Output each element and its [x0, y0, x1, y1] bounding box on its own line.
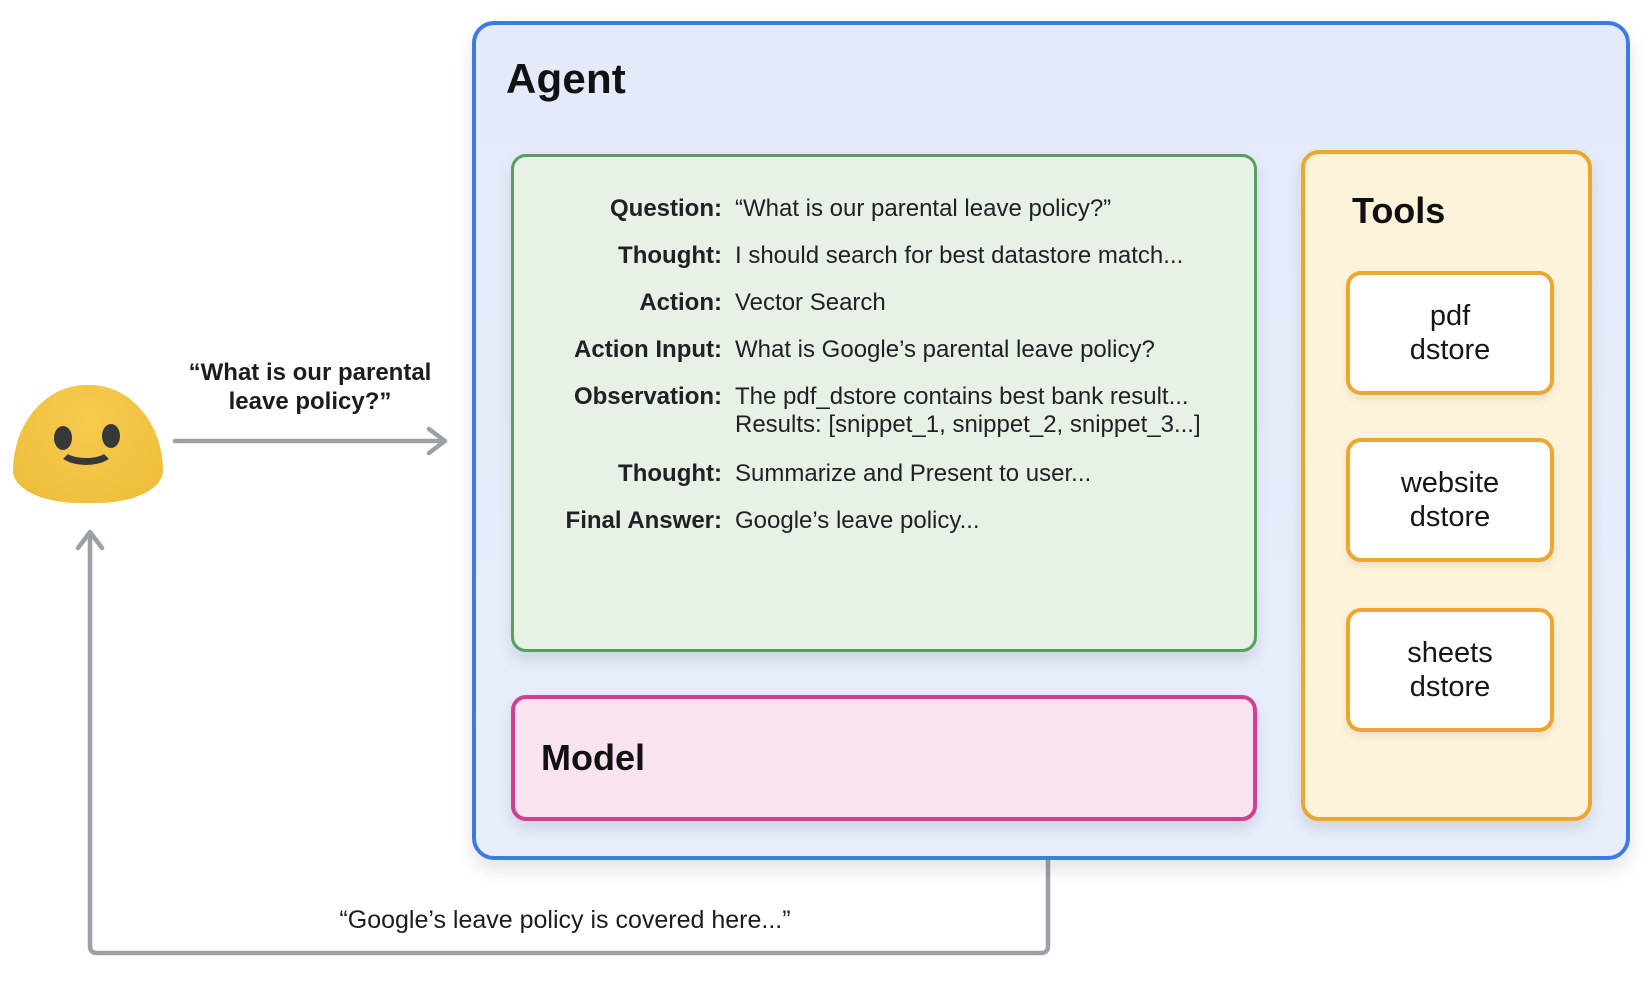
agent-box: Agent Question: “What is our parental le… [472, 21, 1630, 860]
blob-smile [57, 433, 115, 465]
agent-title: Agent [506, 55, 626, 102]
row-label: Question: [610, 195, 722, 222]
model-box: Model [511, 695, 1257, 821]
scratchpad-row-thought-2: Thought: Summarize and Present to user..… [514, 460, 1091, 488]
tool-label-line1: pdf [1429, 300, 1471, 332]
agent-scratchpad-box: Question: “What is our parental leave po… [511, 154, 1257, 652]
tool-label-line1: website [1400, 467, 1500, 499]
observation-line1: The pdf_dstore contains best bank result… [735, 383, 1189, 410]
row-value: Summarize and Present to user... [735, 460, 1092, 487]
tool-label-line2: dstore [1409, 501, 1491, 533]
user-request-label: “What is our parental leave policy?” [155, 358, 465, 416]
tool-label-line1: sheets [1407, 637, 1493, 669]
model-title: Model [541, 737, 645, 778]
row-label: Thought: [618, 242, 722, 269]
user-blob-emoji-icon [13, 385, 163, 503]
row-value: The pdf_dstore contains best bank result… [735, 383, 1201, 439]
tool-item-sheets-dstore: sheets dstore [1346, 608, 1554, 732]
row-value: I should search for best datastore match… [735, 242, 1184, 269]
scratchpad-row-thought-1: Thought: I should search for best datast… [514, 242, 1183, 270]
user-request-line2: leave policy?” [228, 388, 392, 415]
row-label: Final Answer: [565, 507, 722, 534]
tools-box: Tools pdf dstore website dstore sheets d… [1301, 150, 1592, 821]
row-value: Google’s leave policy... [735, 507, 980, 534]
observation-line2: Results: [snippet_1, snippet_2, snippet_… [735, 411, 1201, 438]
row-value: “What is our parental leave policy?” [735, 195, 1112, 222]
scratchpad-row-action: Action: Vector Search [514, 289, 886, 317]
row-label: Thought: [618, 460, 722, 487]
agent-response-label: “Google’s leave policy is covered here..… [339, 906, 791, 934]
tool-item-pdf-dstore: pdf dstore [1346, 271, 1554, 395]
tool-label-line2: dstore [1409, 334, 1491, 366]
row-label: Observation: [573, 383, 722, 410]
tool-label-line2: dstore [1409, 671, 1491, 703]
scratchpad-row-action-input: Action Input: What is Google’s parental … [514, 336, 1155, 364]
tools-title: Tools [1352, 190, 1446, 231]
user-request-line1: “What is our parental [188, 359, 432, 386]
row-label: Action: [639, 289, 722, 316]
row-value: What is Google’s parental leave policy? [735, 336, 1155, 363]
scratchpad-row-observation: Observation: The pdf_dstore contains bes… [514, 383, 1201, 439]
tool-item-website-dstore: website dstore [1346, 438, 1554, 562]
row-label: Action Input: [574, 336, 722, 363]
scratchpad-row-question: Question: “What is our parental leave po… [514, 195, 1111, 223]
scratchpad-row-final-answer: Final Answer: Google’s leave policy... [514, 507, 980, 535]
row-value: Vector Search [735, 289, 886, 316]
